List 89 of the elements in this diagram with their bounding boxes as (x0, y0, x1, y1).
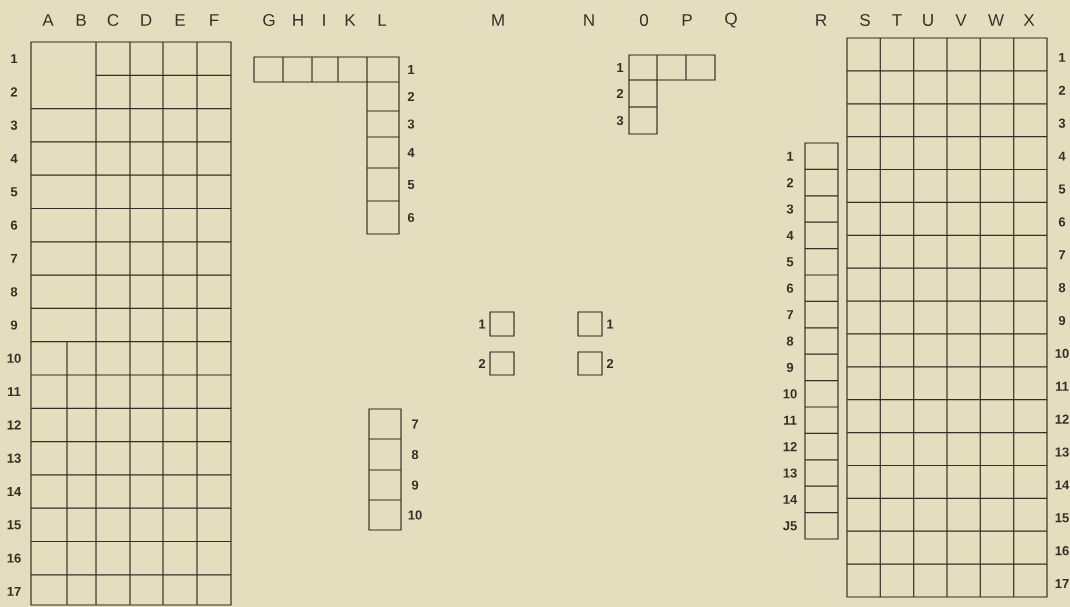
column-letter: X (1023, 14, 1035, 26)
row-number: 3 (10, 120, 18, 130)
column-letter: 0 (639, 14, 649, 26)
column-letter: P (682, 14, 692, 26)
row-number: 1 (1059, 52, 1066, 62)
column-letter: A (42, 14, 54, 26)
row-number: 3 (407, 119, 415, 129)
row-number: 11 (1055, 381, 1069, 391)
row-number: 6 (10, 220, 18, 230)
row-number: 17 (7, 586, 21, 596)
row-number: 15 (7, 520, 21, 530)
row-number: 9 (411, 480, 419, 490)
row-number: 1 (408, 65, 415, 74)
row-number: 7 (10, 253, 18, 263)
row-number: 16 (7, 553, 21, 563)
row-number: 2 (478, 358, 486, 369)
row-number: 2 (10, 87, 18, 97)
row-number: 11 (783, 415, 797, 425)
column-letter: I (323, 14, 325, 26)
row-number: 12 (1055, 414, 1069, 424)
column-letter: C (107, 14, 119, 26)
row-number: 4 (1058, 151, 1066, 161)
row-number: 6 (1058, 217, 1066, 227)
row-number: 12 (783, 442, 797, 452)
row-number: 8 (1058, 283, 1066, 293)
row-number: 5 (10, 187, 18, 197)
row-number: 10 (7, 353, 21, 363)
row-number: 3 (786, 204, 794, 214)
column-letter: T (892, 14, 902, 26)
row-number: 16 (1055, 546, 1069, 556)
row-number: 9 (1058, 315, 1066, 326)
column-letter: B (76, 14, 86, 26)
row-number: 9 (786, 362, 794, 372)
row-number: 9 (10, 320, 18, 330)
row-number: 1 (11, 54, 18, 64)
row-number: 4 (407, 148, 415, 157)
column-letter: N (584, 14, 594, 26)
row-number: 14 (783, 494, 798, 504)
row-number: 8 (10, 287, 18, 297)
row-number: 1 (607, 319, 614, 329)
column-letter: V (955, 14, 967, 26)
row-number: 4 (786, 230, 794, 240)
column-letter: R (816, 14, 827, 26)
row-number: 10 (783, 389, 797, 399)
row-number: 1 (479, 319, 486, 329)
column-letter: S (860, 14, 870, 26)
column-letter: F (210, 14, 219, 26)
row-number: 2 (786, 178, 794, 188)
row-number: 4 (10, 154, 18, 163)
column-letter: H (293, 14, 303, 26)
column-letter: D (141, 14, 152, 26)
row-number: 7 (411, 419, 419, 429)
row-number: 14 (7, 487, 22, 496)
row-number: 1 (617, 63, 624, 72)
column-letter: K (345, 14, 356, 26)
row-number: 2 (407, 91, 415, 102)
row-number: 2 (616, 88, 624, 99)
row-number: 7 (786, 310, 794, 320)
column-letter: W (988, 14, 1004, 26)
row-number: 13 (7, 453, 21, 463)
row-number: 13 (783, 468, 797, 478)
row-number: 1 (787, 151, 794, 161)
row-number: J5 (783, 521, 797, 531)
row-number: 8 (786, 336, 794, 346)
row-number: 14 (1055, 480, 1070, 490)
row-number: 12 (7, 420, 21, 430)
row-number: 6 (407, 212, 415, 223)
column-letter: Q (725, 12, 737, 28)
row-number: 15 (1055, 513, 1069, 523)
column-letter: G (263, 14, 275, 26)
row-number: 17 (1055, 579, 1069, 589)
row-number: 5 (407, 179, 415, 190)
row-number: 11 (7, 387, 21, 397)
row-number: 13 (1055, 447, 1069, 457)
column-letter: E (175, 14, 185, 26)
row-number: 5 (786, 257, 794, 267)
column-letter: U (923, 14, 933, 26)
column-letter: M (492, 14, 504, 26)
row-number: 2 (606, 358, 614, 369)
row-number: 7 (1058, 250, 1066, 260)
row-number: 5 (1058, 184, 1066, 194)
row-number: 6 (786, 283, 794, 293)
row-number: 3 (616, 115, 624, 126)
row-number: 10 (1055, 348, 1069, 358)
row-number: 8 (411, 449, 419, 460)
row-number: 10 (408, 510, 422, 520)
column-letter: L (378, 14, 387, 26)
row-number: 2 (1058, 85, 1066, 95)
row-number: 3 (1058, 118, 1066, 128)
